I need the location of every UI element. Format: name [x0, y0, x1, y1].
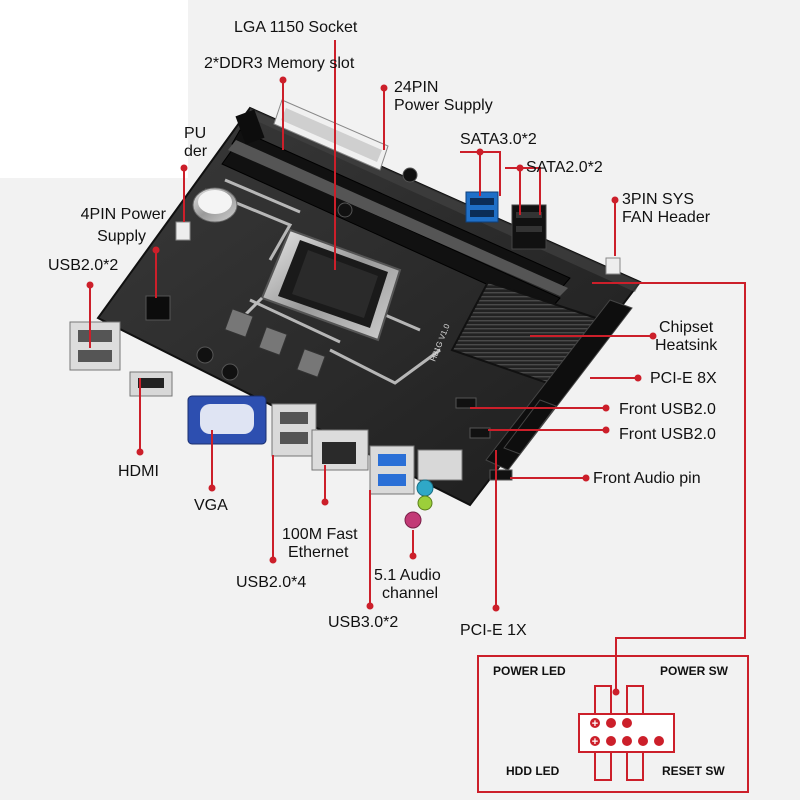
label-front-usb-2: Front USB2.0: [619, 426, 716, 443]
label-lga-socket: LGA 1150 Socket: [234, 19, 358, 36]
label-audio-line2: channel: [382, 585, 439, 602]
front-panel-brackets: [594, 685, 644, 781]
label-usb20x4: USB2.0*4: [236, 574, 307, 591]
label-front-usb-1: Front USB2.0: [619, 401, 716, 418]
label-sys-fan-line1: 3PIN SYS: [622, 191, 695, 208]
label-4pin-line2: Supply: [97, 228, 146, 245]
label-front-audio: Front Audio pin: [593, 470, 701, 487]
front-panel-pin-header: [578, 713, 675, 753]
sata-ports: [465, 191, 547, 250]
label-24pin-line2: Power Supply: [394, 97, 493, 114]
white-corner-patch: [0, 0, 188, 178]
cpu-4pin-connector: [145, 295, 171, 321]
label-vga: VGA: [194, 497, 228, 514]
vrm-components: [196, 167, 418, 381]
atx-24pin-connector: [273, 99, 389, 171]
ddr3-memory-slots: [221, 109, 571, 313]
front-panel-box: [477, 655, 749, 793]
label-chipset-line2: Heatsink: [655, 337, 718, 354]
label-ethernet-line1: 100M Fast: [282, 526, 358, 543]
lga1150-socket: [228, 228, 402, 342]
label-usb30x2: USB3.0*2: [328, 614, 399, 631]
sys-fan-header: [605, 257, 621, 275]
label-24pin-line1: 24PIN: [394, 79, 439, 96]
label-power-sw: POWER SW: [660, 664, 728, 678]
label-reset-sw: RESET SW: [662, 764, 725, 778]
cpu-fan-header: [175, 221, 191, 241]
label-power-led: POWER LED: [493, 664, 566, 678]
plus-mark-top: +: [592, 718, 598, 730]
label-audio-line1: 5.1 Audio: [374, 567, 441, 584]
front-headers: [455, 397, 513, 481]
label-sata3: SATA3.0*2: [460, 131, 537, 148]
label-hdd-led: HDD LED: [506, 764, 560, 778]
label-sata2: SATA2.0*2: [526, 159, 603, 176]
label-cpu-fan-line1: PU: [184, 125, 207, 142]
label-4pin-line1: 4PIN Power: [80, 206, 166, 223]
cmos-battery: [192, 187, 238, 223]
label-ddr3-slot: 2*DDR3 Memory slot: [204, 55, 355, 72]
label-pcie1x: PCI-E 1X: [460, 622, 527, 639]
label-usb20x2: USB2.0*2: [48, 257, 119, 274]
plus-mark-bottom: +: [592, 736, 598, 748]
label-chipset-line1: Chipset: [659, 319, 714, 336]
label-ethernet-line2: Ethernet: [288, 544, 349, 561]
label-hdmi: HDMI: [118, 463, 159, 480]
io-panel: [69, 321, 463, 529]
label-cpu-fan-line2: der: [184, 143, 208, 160]
label-pcie8x: PCI-E 8X: [650, 370, 717, 387]
leader-dots: [86, 76, 657, 696]
label-sys-fan-line2: FAN Header: [622, 209, 711, 226]
